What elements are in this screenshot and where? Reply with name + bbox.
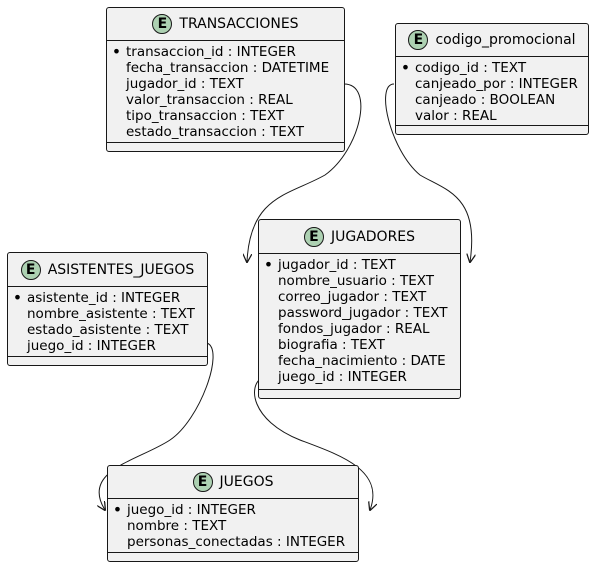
entity-badge-icon: E bbox=[20, 259, 41, 280]
entity-header: E codigo_promocional bbox=[396, 24, 588, 57]
entity-jugadores[interactable]: E JUGADORES •jugador_id : TEXT nombre_us… bbox=[258, 219, 461, 399]
field-row: •codigo_id : TEXT bbox=[396, 58, 588, 77]
entity-title: JUEGOS bbox=[219, 474, 274, 490]
primary-key-marker: • bbox=[112, 500, 123, 519]
field-row: •juego_id : INTEGER bbox=[108, 500, 358, 519]
entity-transacciones[interactable]: E TRANSACCIONES •transaccion_id : INTEGE… bbox=[106, 7, 345, 152]
field-row: nombre_usuario : TEXT bbox=[278, 273, 434, 289]
edge-codigo-promocional-jugadores bbox=[385, 83, 472, 262]
entity-header: E ASISTENTES_JUEGOS bbox=[8, 253, 207, 287]
entity-badge-icon: E bbox=[192, 472, 213, 492]
primary-key-marker: • bbox=[263, 255, 274, 274]
entity-header: E JUGADORES bbox=[259, 220, 460, 254]
field-row: nombre : TEXT bbox=[127, 518, 227, 534]
entity-divider bbox=[108, 552, 358, 553]
field-row: valor_transaccion : REAL bbox=[126, 92, 293, 108]
field-row: estado_transaccion : TEXT bbox=[126, 124, 305, 140]
field-row: canjeado_por : INTEGER bbox=[415, 76, 578, 92]
edge-asistentes-juegos-juegos bbox=[99, 342, 214, 510]
field-row: jugador_id : TEXT bbox=[126, 76, 244, 92]
primary-key-marker: • bbox=[111, 42, 122, 61]
field-row: juego_id : INTEGER bbox=[27, 338, 156, 354]
primary-key-marker: • bbox=[400, 58, 411, 77]
field-row: personas_conectadas : INTEGER bbox=[127, 534, 346, 550]
entity-asistentes-juegos[interactable]: E ASISTENTES_JUEGOS •asistente_id : INTE… bbox=[7, 252, 208, 366]
entity-divider bbox=[396, 125, 588, 126]
entity-title: codigo_promocional bbox=[435, 32, 576, 48]
field-row: nombre_asistente : TEXT bbox=[27, 306, 195, 322]
field-row: estado_asistente : TEXT bbox=[27, 322, 189, 338]
field-row: fondos_jugador : REAL bbox=[278, 321, 430, 337]
field-row: juego_id : INTEGER bbox=[278, 369, 407, 385]
entity-badge-icon: E bbox=[152, 14, 173, 34]
entity-divider bbox=[107, 142, 344, 143]
field-row: •transaccion_id : INTEGER bbox=[107, 42, 344, 61]
field-row: valor : REAL bbox=[415, 108, 497, 124]
field-row: biografia : TEXT bbox=[278, 337, 385, 353]
field-row: •jugador_id : TEXT bbox=[259, 255, 460, 274]
entity-divider bbox=[8, 356, 207, 357]
field-row: canjeado : BOOLEAN bbox=[415, 92, 556, 108]
entity-badge-icon: E bbox=[303, 226, 324, 247]
field-row: fecha_nacimiento : DATE bbox=[278, 353, 446, 369]
primary-key-marker: • bbox=[12, 288, 23, 307]
edge-jugadores-juegos bbox=[254, 377, 373, 510]
entity-title: JUGADORES bbox=[330, 228, 416, 245]
field-row: password_jugador : TEXT bbox=[278, 305, 448, 321]
entity-codigo-promocional[interactable]: E codigo_promocional •codigo_id : TEXT c… bbox=[395, 23, 589, 135]
field-row: tipo_transaccion : TEXT bbox=[126, 108, 285, 124]
edge-transacciones-jugadores bbox=[247, 83, 362, 262]
entity-divider bbox=[259, 389, 460, 390]
entity-header: E TRANSACCIONES bbox=[107, 8, 344, 41]
field-row: correo_jugador : TEXT bbox=[278, 289, 427, 305]
entity-juegos[interactable]: E JUEGOS •juego_id : INTEGER nombre : TE… bbox=[107, 465, 359, 562]
entity-title: TRANSACCIONES bbox=[179, 16, 299, 32]
field-row: fecha_transaccion : DATETIME bbox=[126, 60, 330, 76]
entity-badge-icon: E bbox=[408, 30, 429, 50]
entity-title: ASISTENTES_JUEGOS bbox=[47, 261, 195, 278]
entity-header: E JUEGOS bbox=[108, 466, 358, 499]
field-row: •asistente_id : INTEGER bbox=[8, 288, 207, 307]
